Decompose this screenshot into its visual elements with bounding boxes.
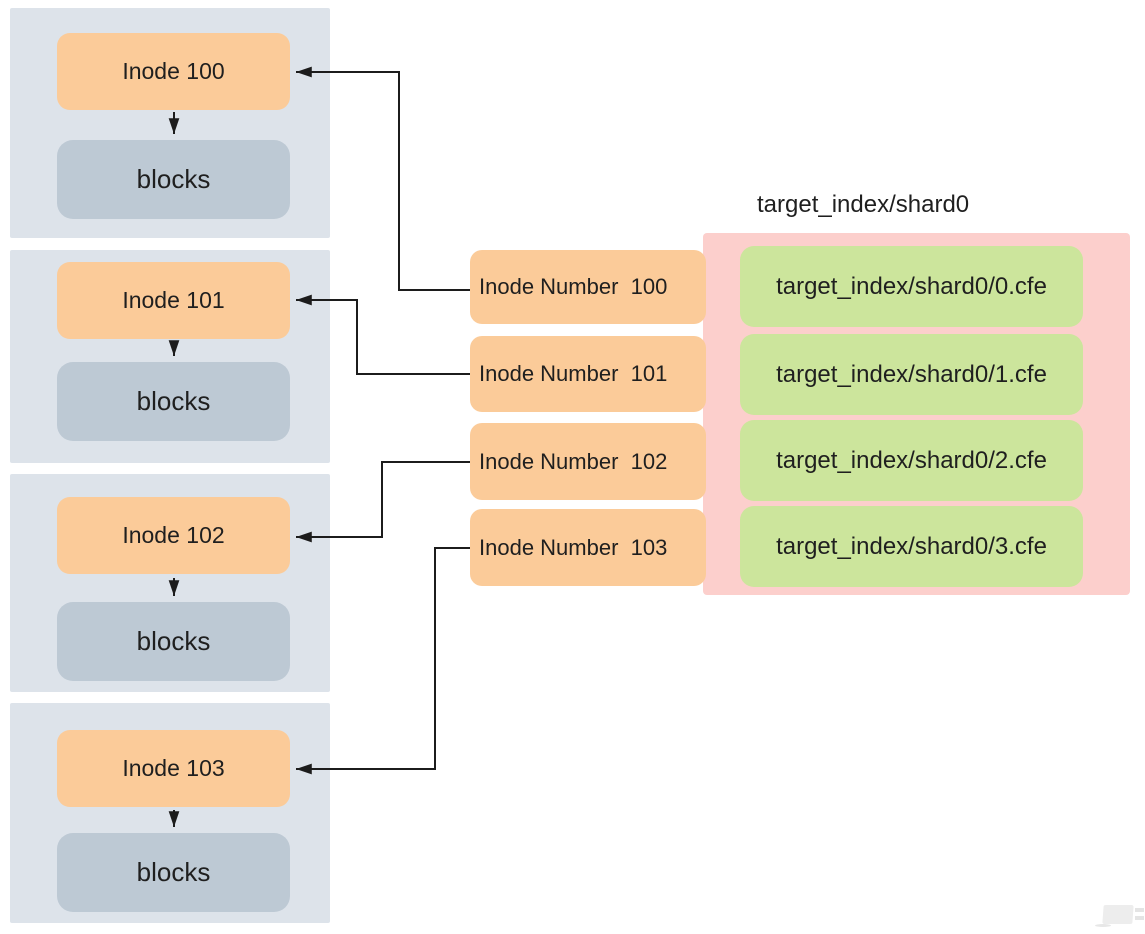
watermark-dash — [1135, 908, 1144, 912]
watermark-body — [1102, 905, 1134, 924]
inode-100-box: Inode 100 — [57, 33, 290, 110]
watermark-dash — [1135, 916, 1144, 920]
watermark-logo-icon — [1095, 903, 1145, 931]
blocks-box-103: blocks — [57, 833, 290, 912]
blocks-box-100: blocks — [57, 140, 290, 219]
watermark-foot — [1095, 924, 1111, 927]
inode-102-box: Inode 102 — [57, 497, 290, 574]
inode-number-101-box: Inode Number 101 — [470, 336, 706, 412]
file-box-1cfe: target_index/shard0/1.cfe — [740, 334, 1083, 415]
file-box-3cfe: target_index/shard0/3.cfe — [740, 506, 1083, 587]
inode-101-box: Inode 101 — [57, 262, 290, 339]
shard-panel-title: target_index/shard0 — [757, 191, 970, 218]
blocks-box-102: blocks — [57, 602, 290, 681]
inode-number-100-box: Inode Number 100 — [470, 250, 706, 324]
blocks-box-101: blocks — [57, 362, 290, 441]
inode-number-102-box: Inode Number 102 — [470, 423, 706, 500]
file-box-2cfe: target_index/shard0/2.cfe — [740, 420, 1083, 501]
inode-number-103-box: Inode Number 103 — [470, 509, 706, 586]
file-box-0cfe: target_index/shard0/0.cfe — [740, 246, 1083, 327]
inode-103-box: Inode 103 — [57, 730, 290, 807]
